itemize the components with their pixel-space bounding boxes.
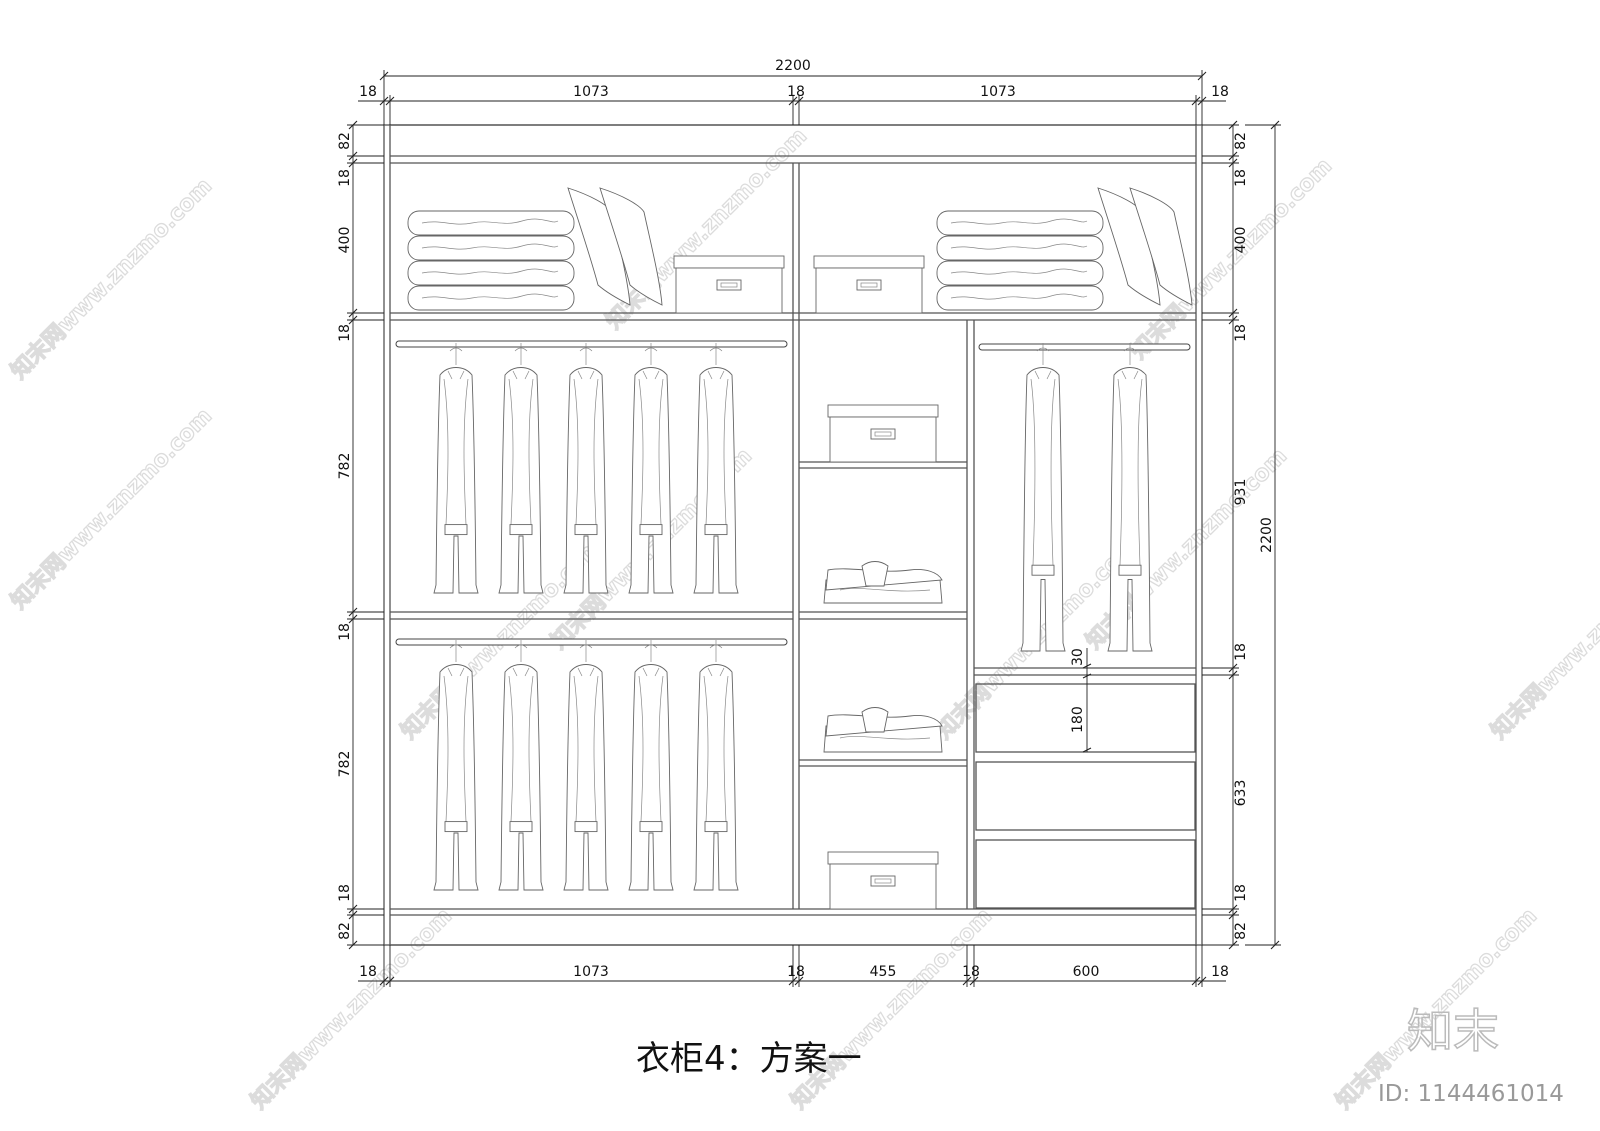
- pillows-left: [567, 187, 663, 306]
- hanging-rods: [395, 340, 1191, 646]
- blanket-stack: [407, 210, 575, 311]
- drawer-2: [975, 761, 1196, 831]
- hanging-rod-lower-left: [395, 638, 788, 646]
- hanging-garment: [498, 343, 544, 594]
- dim-overall-width: 2200: [775, 58, 811, 74]
- folded-clothes-upper: [823, 561, 943, 604]
- bottom-dimensions: 18 1073 18 455 18 600 18: [358, 945, 1229, 987]
- dim-left-top-board: 18: [337, 169, 353, 187]
- dim-right-top-board: 18: [1233, 169, 1249, 187]
- hanging-rod-right: [978, 343, 1191, 351]
- dim-bot-mid-2: 18: [962, 964, 980, 980]
- folded-blankets: [407, 210, 1104, 311]
- dim-top-left-bay: 1073: [573, 84, 609, 100]
- dim-bot-left-bay: 1073: [573, 964, 609, 980]
- dim-right-bot-plinth: 82: [1233, 922, 1249, 940]
- right-dimensions: 82 18 400 18 931 18 633 18 82 2200: [1202, 120, 1281, 950]
- dim-overall-height: 2200: [1259, 517, 1275, 553]
- storage-box: [827, 404, 939, 463]
- dim-drawer-height: 180: [1070, 706, 1086, 733]
- watermark-text: 知末网www.znzmo.com: [1486, 533, 1600, 744]
- dim-right-hang: 931: [1233, 479, 1249, 506]
- hanging-garment: [1020, 343, 1066, 652]
- image-id-label: ID: 1144461014: [1378, 1081, 1564, 1107]
- storage-box: [673, 255, 785, 314]
- dim-top-mid: 18: [787, 84, 805, 100]
- hanging-garments: [433, 343, 1153, 891]
- storage-box: [813, 255, 925, 314]
- hanging-garment: [628, 343, 674, 594]
- dim-bot-right-side: 18: [1211, 964, 1229, 980]
- dim-right-top-plinth: 82: [1233, 132, 1249, 150]
- dim-bot-right-bay: 600: [1073, 964, 1100, 980]
- dim-left-shelf-2: 18: [337, 623, 353, 641]
- cabinet-frame: [383, 124, 1203, 946]
- hanging-garment: [433, 640, 479, 891]
- hanging-garment: [563, 640, 609, 891]
- brand-logo: 知末: [1407, 1004, 1499, 1058]
- storage-box: [827, 851, 939, 910]
- drawer-3: [975, 839, 1196, 909]
- hanging-garment: [693, 343, 739, 594]
- drawer-1: [975, 683, 1196, 753]
- top-dimensions: 2200 18 1073 18 1073 18: [358, 58, 1229, 125]
- dim-left-upper: 400: [337, 227, 353, 254]
- dim-right-shelf-1: 18: [1233, 324, 1249, 342]
- dim-right-shelf-2: 18: [1233, 643, 1249, 661]
- hanging-garment: [1107, 343, 1153, 652]
- dim-left-hang-1: 782: [337, 453, 353, 480]
- dim-right-drawers: 633: [1233, 780, 1249, 807]
- dim-right-upper: 400: [1233, 227, 1249, 254]
- dim-bot-shelf-bay: 455: [870, 964, 897, 980]
- hanging-rod-upper-left: [395, 340, 788, 348]
- watermark-text: 知末网www.znzmo.com: [6, 403, 217, 614]
- watermark-text: 知末网www.znzmo.com: [6, 173, 217, 384]
- storage-boxes: [673, 255, 939, 910]
- dim-top-left-side: 18: [359, 84, 377, 100]
- dim-left-top-plinth: 82: [337, 132, 353, 150]
- watermark-text: 知末网www.znzmo.com: [786, 903, 997, 1114]
- dim-bot-mid-1: 18: [787, 964, 805, 980]
- drawing-caption: 衣柜4：方案一: [636, 1039, 862, 1079]
- dim-left-bot-board: 18: [337, 884, 353, 902]
- dim-left-bot-plinth: 82: [337, 922, 353, 940]
- drawer-stack: [975, 683, 1196, 909]
- dim-left-hang-2: 782: [337, 751, 353, 778]
- dim-top-right-side: 18: [1211, 84, 1229, 100]
- dim-drawer-gap: 30: [1070, 648, 1086, 666]
- pillows-right: [1097, 187, 1193, 306]
- hanging-garment: [498, 640, 544, 891]
- hanging-garment: [433, 343, 479, 594]
- folded-clothes-lower: [823, 707, 943, 753]
- hanging-garment: [628, 640, 674, 891]
- blanket-stack: [936, 210, 1104, 311]
- dim-left-shelf-1: 18: [337, 324, 353, 342]
- dim-top-right-bay: 1073: [980, 84, 1016, 100]
- drawer-dimension: 30 180: [1070, 648, 1092, 753]
- hanging-garment: [693, 640, 739, 891]
- hanging-garment: [563, 343, 609, 594]
- left-dimensions: 82 18 400 18 782 18 782 18 82: [337, 120, 384, 950]
- dim-bot-left-side: 18: [359, 964, 377, 980]
- dim-right-bot-board: 18: [1233, 884, 1249, 902]
